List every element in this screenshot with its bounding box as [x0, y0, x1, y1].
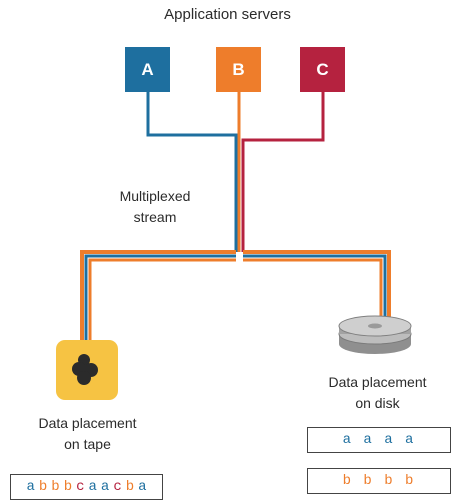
tape-caption-line2: on tape: [64, 436, 111, 452]
tape-sequence-letter: b: [38, 479, 48, 495]
tape-sequence-letter: b: [51, 479, 60, 495]
tape-cartridge-glyph: [72, 354, 98, 385]
tape-caption-line1: Data placement: [38, 415, 137, 431]
stream-label: Multiplexed stream: [100, 186, 210, 228]
server-a: A: [125, 47, 170, 92]
wire-tape-mid: [84, 254, 236, 340]
tape-sequence-letter: a: [138, 479, 147, 495]
tape-sequence-letter: a: [26, 479, 35, 495]
disk-box-b-text: b b b b: [342, 473, 416, 489]
disk-box-b: b b b b: [307, 468, 451, 494]
wire-a: [146, 92, 238, 252]
tape-sequence-letter: b: [125, 479, 135, 495]
disk-caption-line1: Data placement: [328, 374, 427, 390]
wire-disk-mid: [243, 254, 387, 318]
tape-caption: Data placement on tape: [0, 413, 175, 455]
wire-tape-outer: [80, 250, 236, 340]
server-b-label: B: [232, 59, 245, 79]
stream-label-line1: Multiplexed: [119, 188, 191, 204]
server-b: B: [216, 47, 261, 92]
server-a-label: A: [141, 59, 154, 79]
tape-sequence-letter: a: [100, 479, 110, 495]
tape-sequence-letter: b: [63, 479, 73, 495]
tape-sequence-letter: a: [88, 479, 97, 495]
wire-tape-inner: [88, 258, 236, 340]
disk-box-a-text: a a a a: [342, 432, 416, 448]
server-c: C: [300, 47, 345, 92]
disk-caption: Data placement on disk: [300, 372, 455, 414]
wire-disk-outer: [243, 250, 391, 318]
stream-label-line2: stream: [133, 209, 177, 225]
disk-stack-icon: [338, 315, 412, 354]
server-c-label: C: [316, 59, 329, 79]
tape-cartridge-icon: [56, 340, 118, 400]
wire-c: [241, 92, 325, 252]
diagram-title: Application servers: [164, 6, 291, 23]
wire-disk-inner: [243, 258, 383, 318]
disk-caption-line2: on disk: [355, 395, 400, 411]
tape-sequence-letter: c: [76, 479, 85, 495]
disk-box-a: a a a a: [307, 427, 451, 453]
tape-sequence-letter: c: [113, 479, 122, 495]
